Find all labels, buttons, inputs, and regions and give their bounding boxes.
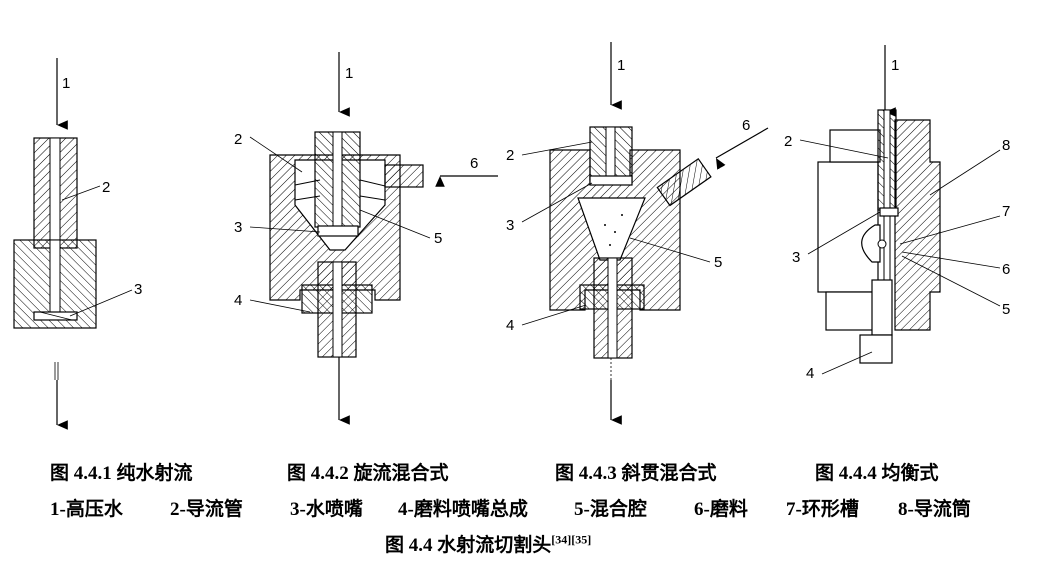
fig-4-4-3-oblique-mixing: 1 6 2 3 5 4 — [506, 42, 769, 425]
label-2: 2 — [234, 131, 242, 148]
label-2: 2 — [784, 133, 792, 150]
label-3: 3 — [134, 281, 142, 298]
outer-body — [817, 161, 879, 293]
sub-figure-captions: 图 4.4.1 纯水射流 图 4.4.2 旋流混合式 图 4.4.3 斜贯混合式… — [0, 458, 1045, 484]
label-6: 6 — [1002, 261, 1010, 278]
label-1: 1 — [345, 65, 353, 82]
abrasive-nozzle-assembly — [859, 334, 893, 364]
water-nozzle — [317, 225, 359, 237]
caption-fig-4-4-2: 图 4.4.2 旋流混合式 — [287, 463, 449, 484]
citation-refs: [34][35] — [551, 532, 592, 547]
abrasive-arrow — [715, 127, 769, 170]
label-1: 1 — [62, 75, 70, 92]
fig-4-4-4-balanced: 1 2 8 3 7 6 5 4 — [784, 45, 1010, 382]
guide-sleeve — [894, 119, 941, 331]
abrasive-nozzle — [871, 279, 893, 336]
water-jet-cutting-head-diagram: 1 2 3 1 6 — [13, 42, 1010, 430]
water-nozzle — [879, 207, 899, 217]
legend-item-6: 6-磨料 — [694, 499, 748, 520]
fig-4-4-2-swirl-mixing: 1 6 2 3 5 4 — [234, 52, 498, 425]
caption-fig-4-4-1: 图 4.4.1 纯水射流 — [50, 463, 193, 484]
caption-fig-4-4-4: 图 4.4.4 均衡式 — [815, 463, 939, 484]
legend-item-8: 8-导流筒 — [898, 499, 971, 520]
legend-item-3: 3-水喷嘴 — [290, 499, 363, 520]
label-2: 2 — [506, 147, 514, 164]
label-7: 7 — [1002, 203, 1010, 220]
abrasive-inlet — [656, 157, 712, 207]
tube-bore-lower — [49, 239, 61, 313]
label-6: 6 — [470, 155, 478, 172]
label-8: 8 — [1002, 137, 1010, 154]
main-caption-text: 图 4.4 水射流切割头[34][35] — [385, 532, 592, 556]
water-nozzle — [589, 175, 633, 186]
fig-4-4-1-pure-water-jet: 1 2 3 — [13, 58, 142, 430]
label-3: 3 — [234, 219, 242, 236]
component-legend: 1-高压水 2-导流管 3-水喷嘴 4-磨料喷嘴总成 5-混合腔 6-磨料 7-… — [0, 494, 1045, 520]
main-figure-caption: 图 4.4 水射流切割头[34][35] — [0, 530, 1045, 560]
legend-item-7: 7-环形槽 — [786, 499, 859, 520]
label-5: 5 — [1002, 301, 1010, 318]
label-5: 5 — [434, 230, 442, 247]
legend-item-4: 4-磨料喷嘴总成 — [398, 499, 528, 520]
label-1: 1 — [891, 57, 899, 74]
label-3: 3 — [506, 217, 514, 234]
caption-fig-4-4-3: 图 4.4.3 斜贯混合式 — [555, 463, 717, 484]
label-5: 5 — [714, 254, 722, 271]
abrasive-inlet — [384, 164, 424, 188]
legend-item-5: 5-混合腔 — [574, 499, 647, 520]
label-4: 4 — [806, 365, 814, 382]
legend-item-2: 2-导流管 — [170, 499, 243, 520]
label-4: 4 — [506, 317, 514, 334]
label-1: 1 — [617, 57, 625, 74]
legend-item-1: 1-高压水 — [50, 499, 123, 520]
annular-groove — [861, 224, 881, 263]
label-2: 2 — [102, 179, 110, 196]
label-3: 3 — [792, 249, 800, 266]
label-4: 4 — [234, 292, 242, 309]
label-6: 6 — [742, 117, 750, 134]
